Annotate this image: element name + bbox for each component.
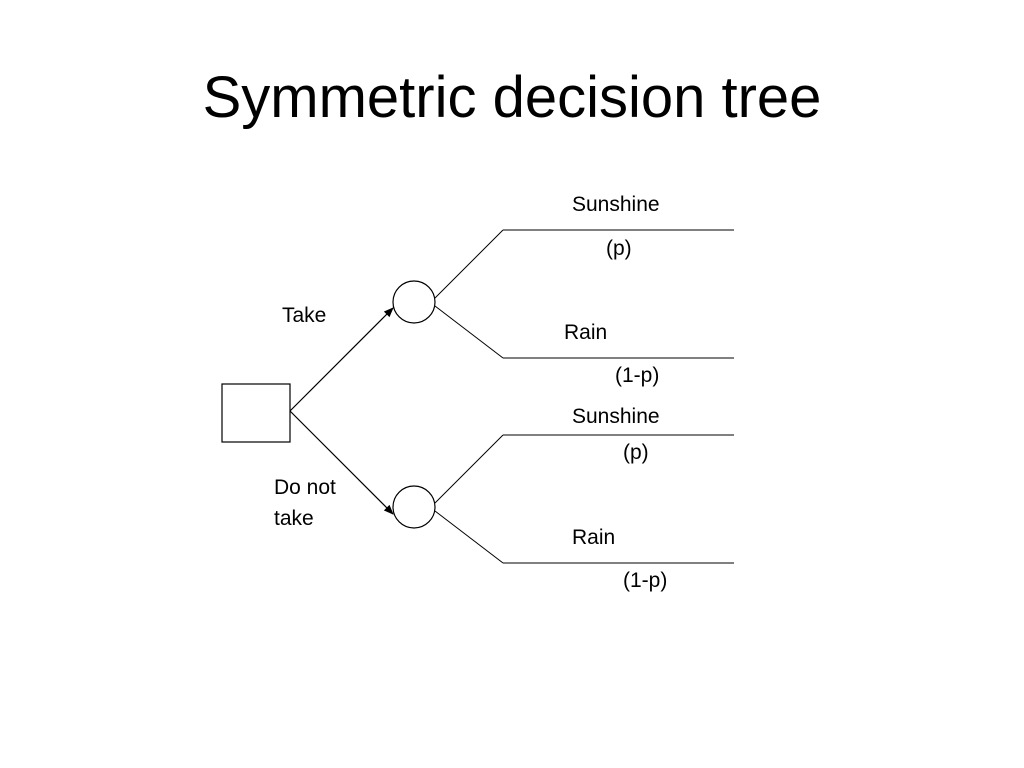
decision-node [221, 383, 291, 443]
chance-node-do-not-take [392, 485, 436, 529]
probability-label-take-sunshine: (p) [606, 237, 632, 260]
outcome-label-take-sunshine: Sunshine [572, 193, 660, 216]
branch-take-arrow [289, 307, 394, 412]
option-label-take: Take [282, 304, 327, 327]
branch-take-sunshine [434, 229, 504, 299]
option-label-do-not-take: Do not take [274, 476, 336, 530]
branch-take-rain [434, 305, 504, 359]
branch-do-not-take-sunshine [434, 434, 504, 504]
branch-do-not-take-rain [434, 510, 504, 564]
probability-label-do-not-take-sunshine: (p) [623, 441, 649, 464]
chance-node-take [392, 280, 436, 324]
probability-label-do-not-take-rain: (1-p) [623, 569, 668, 592]
branch-do-not-take-arrow [289, 410, 394, 515]
outcome-label-do-not-take-rain: Rain [572, 526, 616, 549]
outcome-label-do-not-take-sunshine: Sunshine [572, 405, 660, 428]
slide-title: Symmetric decision tree [202, 65, 822, 130]
outcome-label-take-rain: Rain [564, 321, 608, 344]
probability-label-take-rain: (1-p) [615, 364, 660, 387]
